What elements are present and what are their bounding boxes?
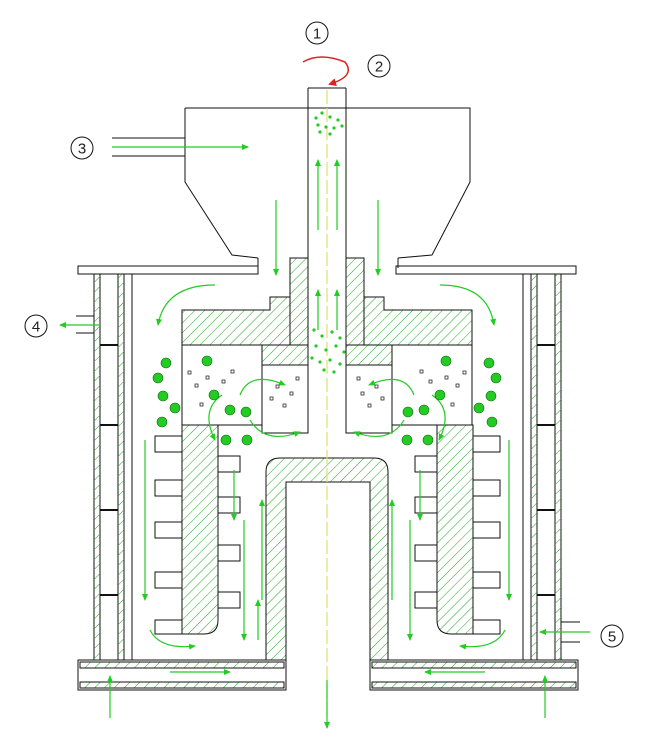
flow-arrows xyxy=(59,144,590,729)
jacket-hatch-right-b xyxy=(555,274,561,660)
jacket-hatch-right-a xyxy=(531,274,537,660)
distribution-box-left xyxy=(181,344,309,434)
feed-particles xyxy=(310,111,346,374)
svg-text:5: 5 xyxy=(608,629,616,646)
distribution-box-right xyxy=(345,344,473,434)
svg-text:1: 1 xyxy=(313,26,321,43)
rotor-arm-left xyxy=(181,424,219,635)
svg-text:2: 2 xyxy=(375,59,383,76)
central-core xyxy=(265,457,389,661)
outlet-pipe-4 xyxy=(76,315,94,334)
label-2: 2 xyxy=(367,54,391,78)
label-1: 1 xyxy=(305,21,329,45)
inlet-pipe-5 xyxy=(561,621,580,643)
bottom-base xyxy=(77,659,579,691)
small-particles xyxy=(187,369,467,408)
jacket-hatch-left-a xyxy=(94,274,100,660)
label-4: 4 xyxy=(24,314,48,338)
svg-text:3: 3 xyxy=(78,141,86,158)
label-5: 5 xyxy=(600,624,624,648)
top-flange xyxy=(77,265,577,275)
rotation-arrow xyxy=(302,56,349,87)
inlet-pipe-3 xyxy=(112,137,185,157)
large-particles xyxy=(152,355,502,446)
jacket-hatch-left-b xyxy=(118,274,124,660)
top-hopper xyxy=(184,107,471,268)
rotor-plate-right xyxy=(363,296,473,346)
jacket-ties xyxy=(100,344,555,596)
label-3: 3 xyxy=(70,136,94,160)
rotor-plate-left xyxy=(181,296,291,346)
rotor-arm-right xyxy=(436,424,474,635)
svg-text:4: 4 xyxy=(32,319,40,336)
